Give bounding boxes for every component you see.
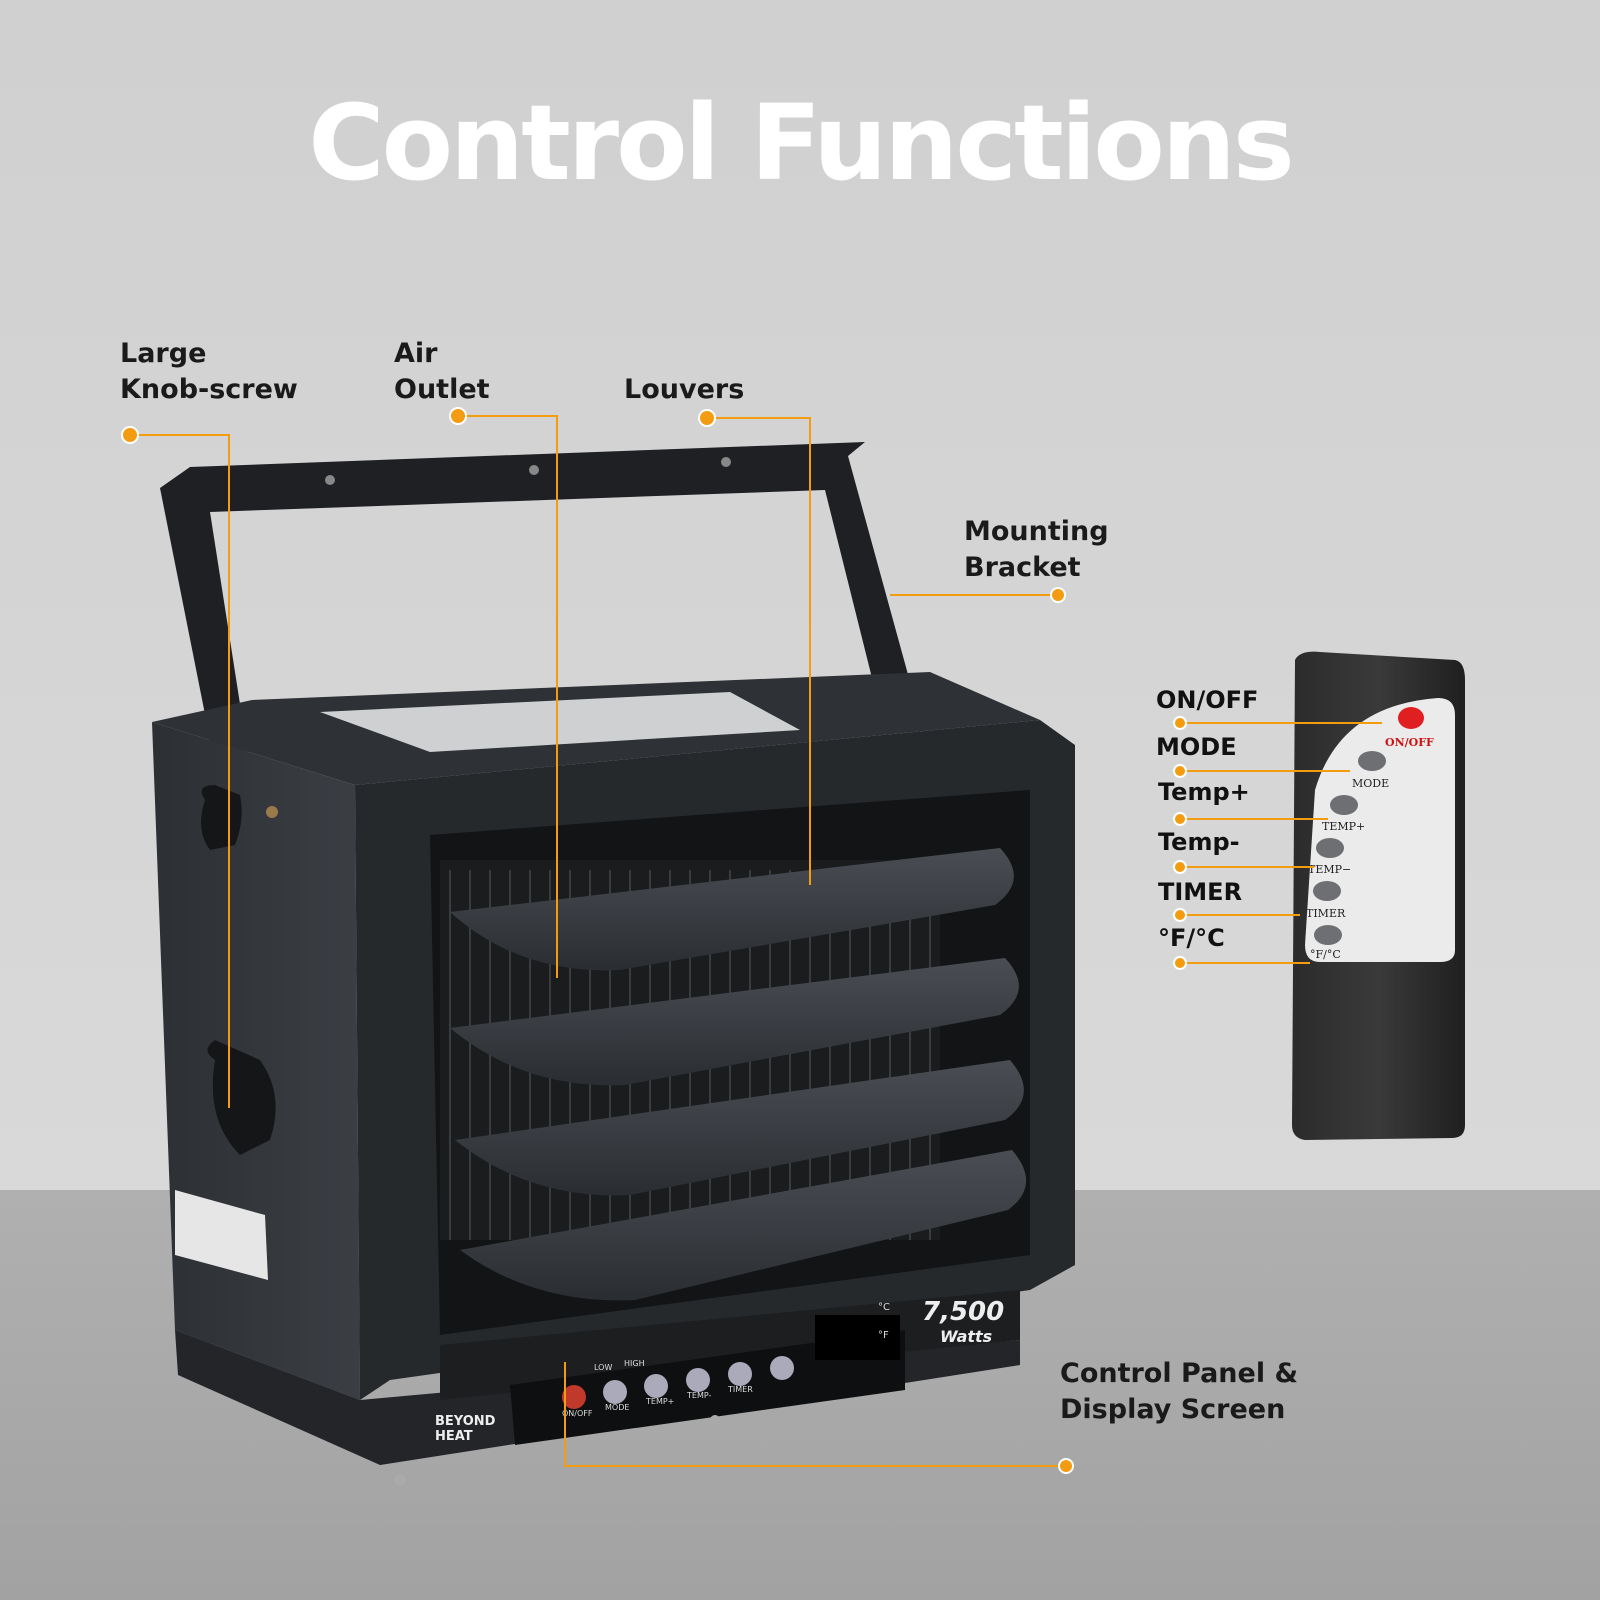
control-panel: [510, 1330, 905, 1445]
bracket-hole: [325, 475, 335, 485]
panel-temp-minus-button: [686, 1368, 710, 1392]
callout-dots: [121, 407, 1187, 1474]
screw: [266, 806, 278, 818]
remote-label-mode: MODE: [1156, 733, 1237, 761]
louver: [450, 958, 1019, 1086]
remote-text-fc: °F/°C: [1310, 948, 1341, 961]
louver: [460, 1150, 1027, 1301]
panel-label-tempplus: TEMP+: [645, 1397, 674, 1406]
panel-fc-button: [770, 1356, 794, 1380]
panel-label-tempminus: TEMP-: [686, 1391, 711, 1400]
brand-line-2: HEAT: [435, 1429, 473, 1444]
remote-timer-button: [1313, 881, 1341, 901]
bracket-hole: [721, 457, 731, 467]
brand-line-1: BEYOND: [435, 1414, 496, 1429]
remote-text-timer: TIMER: [1306, 907, 1346, 920]
remote-label-temp-plus: Temp+: [1158, 778, 1250, 806]
panel-indicator-high: HIGH: [624, 1359, 645, 1368]
remote-mode-button: [1358, 751, 1386, 771]
screw: [394, 1474, 406, 1486]
remote-label-fc: °F/°C: [1158, 924, 1225, 952]
top-sticker: [320, 692, 800, 752]
side-sticker: [175, 1190, 268, 1280]
mounting-bracket: [160, 442, 915, 1160]
panel-label-onoff: ON/OFF: [562, 1409, 593, 1418]
panel-temp-plus-button: [644, 1374, 668, 1398]
panel-label-mode: MODE: [605, 1403, 629, 1412]
remote-label-timer: TIMER: [1158, 878, 1243, 906]
panel-buttons: [562, 1356, 794, 1409]
display-unit-c: °C: [878, 1302, 890, 1313]
digital-display: [815, 1315, 900, 1360]
remote-label-temp-minus: Temp-: [1158, 828, 1240, 856]
remote-text-mode: MODE: [1352, 777, 1389, 790]
knob-screw: [201, 785, 276, 1155]
control-panel-label: Control Panel &Display Screen: [1060, 1358, 1299, 1425]
heater-body: [152, 672, 1075, 1486]
power-rating: 7,500: [922, 1297, 1004, 1327]
remote-text-onoff: ON/OFF: [1385, 736, 1434, 749]
screw: [710, 1415, 720, 1425]
louvers-label: Louvers: [624, 374, 745, 405]
remote-label-onoff: ON/OFF: [1156, 686, 1259, 714]
display-unit-f: °F: [878, 1330, 889, 1341]
remote-text-tempplus: TEMP+: [1322, 820, 1365, 833]
bracket-hole: [529, 465, 539, 475]
panel-indicator-low: LOW: [594, 1363, 612, 1372]
panel-mode-button: [603, 1380, 627, 1404]
panel-label-timer: TIMER: [727, 1385, 753, 1394]
panel-power-button: [562, 1385, 586, 1409]
louver: [455, 1060, 1024, 1196]
louver: [450, 848, 1014, 971]
remote-face: [1305, 698, 1455, 962]
remote-temp-minus-button: [1316, 838, 1344, 858]
power-unit: Watts: [940, 1327, 992, 1346]
remote-text-tempminus: TEMP−: [1308, 863, 1351, 876]
callout-lines: [130, 415, 1382, 1467]
panel-timer-button: [728, 1362, 752, 1386]
page-title: Control Functions: [308, 82, 1294, 204]
remote-control: [1292, 651, 1465, 1140]
remote-onoff-button: [1398, 707, 1424, 729]
remote-temp-plus-button: [1330, 795, 1358, 815]
remote-fc-button: [1314, 925, 1342, 945]
